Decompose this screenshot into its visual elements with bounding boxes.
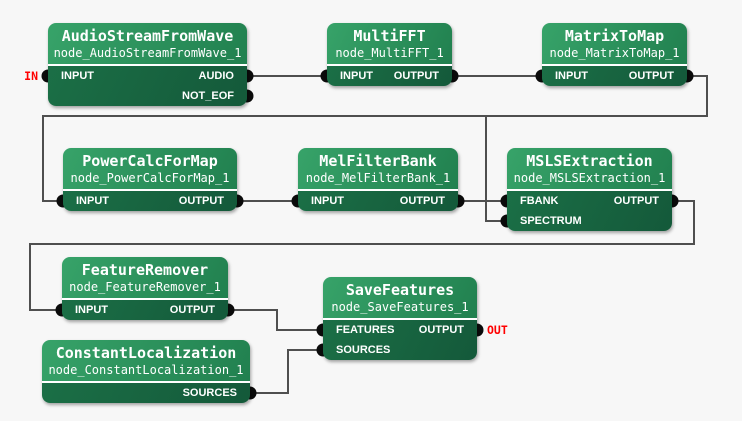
node-instance-label: node_SaveFeatures_1 xyxy=(331,300,469,314)
node-instance-label: node_MultiFFT_1 xyxy=(335,46,444,60)
node-port-rows: INPUT OUTPUT xyxy=(327,66,452,86)
node-title: ConstantLocalization xyxy=(55,344,237,362)
wire-MSLSExtraction.OUTPUT-to-FeatureRemover.INPUT[interactable] xyxy=(29,200,695,311)
output-port-label: OUTPUT xyxy=(399,195,445,207)
node-title: FeatureRemover xyxy=(81,261,209,279)
node-instance-label: node_AudioStreamFromWave_1 xyxy=(53,46,242,60)
node-instance-label: node_MSLSExtraction_1 xyxy=(513,171,666,185)
node-title: PowerCalcForMap xyxy=(82,152,218,170)
input-port-label: SPECTRUM xyxy=(520,215,582,227)
port-row: INPUT OUTPUT xyxy=(542,66,687,86)
output-port-label: OUTPUT xyxy=(169,304,215,316)
wire-MatrixToMap.OUTPUT-to-PowerCalcForMap.INPUT[interactable] xyxy=(42,75,708,202)
node-port-rows: FBANK OUTPUT SPECTRUM xyxy=(507,191,672,231)
port-row: INPUT OUTPUT xyxy=(298,191,458,211)
node-title: SaveFeatures xyxy=(345,281,455,299)
port-row: INPUT OUTPUT xyxy=(62,300,228,320)
node-instance-label: node_ConstantLocalization_1 xyxy=(48,363,244,377)
node-title: MelFilterBank xyxy=(319,152,437,170)
wire-MatrixToMap.OUTPUT-to-MSLSExtraction.SPECTRUM[interactable] xyxy=(485,116,507,222)
node-port-rows: INPUT OUTPUT xyxy=(63,191,237,211)
port-row: INPUT OUTPUT xyxy=(63,191,237,211)
node-title: AudioStreamFromWave xyxy=(61,27,234,45)
port-row: FEATURES OUTPUT xyxy=(323,320,477,340)
wire-FeatureRemover.OUTPUT-to-SaveFeatures.FEATURES[interactable] xyxy=(228,309,323,331)
input-port-label: INPUT xyxy=(76,195,109,207)
port-row: SOURCES xyxy=(42,383,250,403)
port-row: FBANK OUTPUT xyxy=(507,191,672,211)
input-port-label: FEATURES xyxy=(336,324,395,336)
output-port-label: SOURCES xyxy=(182,387,237,399)
node-instance-label: node_PowerCalcForMap_1 xyxy=(70,171,230,185)
output-port-label: OUTPUT xyxy=(393,70,439,82)
node-title: MSLSExtraction xyxy=(526,152,653,170)
wire-ConstantLocalization.SOURCES-to-SaveFeatures.SOURCES[interactable] xyxy=(250,349,323,394)
port-row: SPECTRUM xyxy=(507,211,672,231)
input-port-label: FBANK xyxy=(520,195,559,207)
node-port-rows: INPUT OUTPUT xyxy=(62,300,228,320)
port-row: NOT_EOF xyxy=(48,86,247,106)
input-port-label: INPUT xyxy=(75,304,108,316)
net-input-label: IN xyxy=(24,69,38,83)
input-port-label: INPUT xyxy=(555,70,588,82)
input-port-label: INPUT xyxy=(340,70,373,82)
output-port-label: NOT_EOF xyxy=(182,90,234,102)
input-port-label: SOURCES xyxy=(336,344,391,356)
node-port-rows: INPUT OUTPUT xyxy=(298,191,458,211)
input-port-label: INPUT xyxy=(311,195,344,207)
node-port-rows: FEATURES OUTPUT SOURCES xyxy=(323,320,477,360)
port-row: INPUT OUTPUT xyxy=(327,66,452,86)
node-port-rows: INPUT OUTPUT xyxy=(542,66,687,86)
node-port-rows: INPUT AUDIO NOT_EOF xyxy=(48,66,247,106)
node-title: MatrixToMap xyxy=(564,27,665,45)
input-port-label: INPUT xyxy=(61,70,94,82)
node-instance-label: node_MatrixToMap_1 xyxy=(549,46,680,60)
output-port-label: AUDIO xyxy=(198,70,234,82)
node-title: MultiFFT xyxy=(353,27,426,45)
node-instance-label: node_FeatureRemover_1 xyxy=(69,280,221,294)
node-port-rows: SOURCES xyxy=(42,383,250,403)
net-output-label: OUT xyxy=(487,323,508,337)
output-port-label: OUTPUT xyxy=(178,195,224,207)
output-port-label: OUTPUT xyxy=(613,195,659,207)
output-port-label: OUTPUT xyxy=(418,324,464,336)
port-row: INPUT AUDIO xyxy=(48,66,247,86)
output-port-label: OUTPUT xyxy=(628,70,674,82)
port-row: SOURCES xyxy=(323,340,477,360)
node-instance-label: node_MelFilterBank_1 xyxy=(305,171,451,185)
